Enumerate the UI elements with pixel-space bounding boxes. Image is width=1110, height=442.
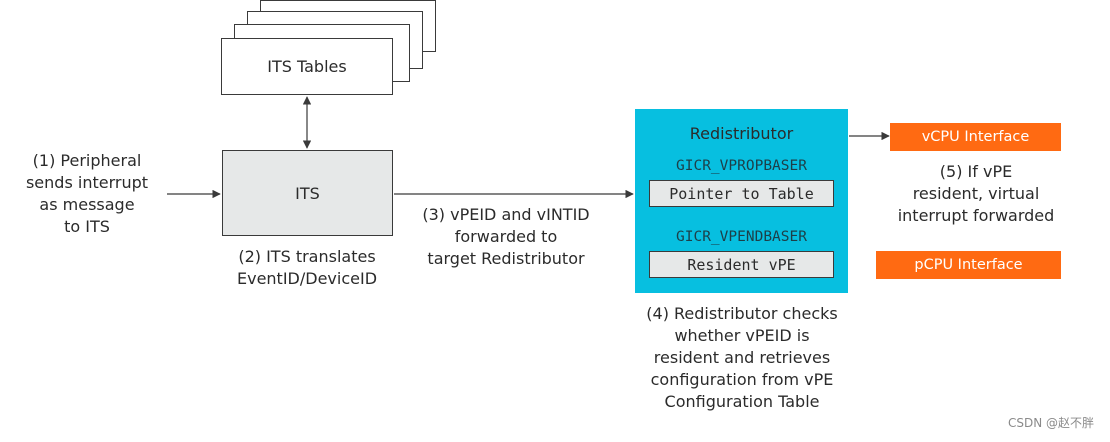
register-vpropbaser-name: GICR_VPROPBASER	[676, 158, 807, 174]
step5-line-2: resident, virtual	[912, 184, 1040, 203]
step4-line-3: resident and retrieves	[653, 348, 831, 367]
step1-line-1: (1) Peripheral	[32, 151, 142, 170]
pcpu-interface-label: pCPU Interface	[914, 257, 1023, 273]
step4-line-1: (4) Redistributor checks	[646, 304, 838, 323]
step2-line-1: (2) ITS translates	[238, 247, 376, 266]
step3-line-1: (3) vPEID and vINTID	[422, 205, 590, 224]
step5-line-1: (5) If vPE	[939, 162, 1013, 181]
vcpu-interface-label: vCPU Interface	[921, 129, 1030, 145]
its-label: ITS	[295, 183, 320, 203]
step2-line-2: EventID/DeviceID	[236, 269, 378, 288]
register-vpendbaser-name: GICR_VPENDBASER	[676, 229, 807, 245]
step5-label: (5) If vPE resident, virtual interrupt f…	[880, 161, 1072, 227]
register-vpendbaser-field-text: Resident vPE	[687, 255, 796, 274]
pcpu-interface-box: pCPU Interface	[876, 251, 1061, 279]
its-tables-label: ITS Tables	[267, 57, 347, 76]
step1-line-4: to ITS	[64, 217, 110, 236]
watermark: CSDN @赵不胖	[1007, 416, 1094, 430]
its-box: ITS	[222, 150, 393, 236]
step5-line-3: interrupt forwarded	[897, 206, 1055, 225]
vcpu-interface-box: vCPU Interface	[890, 123, 1061, 151]
its-tables-box: ITS Tables	[221, 38, 393, 95]
step4-line-4: configuration from vPE	[650, 370, 834, 389]
step3-label: (3) vPEID and vINTID forwarded to target…	[400, 204, 612, 270]
step1-line-3: as message	[39, 195, 135, 214]
step2-label: (2) ITS translates EventID/DeviceID	[212, 246, 402, 290]
register-vpropbaser-field: Pointer to Table	[649, 180, 834, 207]
step4-label: (4) Redistributor checks whether vPEID i…	[620, 303, 864, 413]
step3-line-3: target Redistributor	[427, 249, 585, 268]
step4-line-2: whether vPEID is	[674, 326, 810, 345]
step1-label: (1) Peripheral sends interrupt as messag…	[14, 150, 160, 238]
redistributor-box: Redistributor GICR_VPROPBASER Pointer to…	[635, 109, 848, 293]
step4-line-5: Configuration Table	[664, 392, 820, 411]
register-vpropbaser-field-text: Pointer to Table	[669, 184, 814, 203]
redistributor-title: Redistributor	[689, 124, 794, 143]
step1-line-2: sends interrupt	[25, 173, 149, 192]
step3-line-2: forwarded to	[454, 227, 558, 246]
register-vpendbaser-field: Resident vPE	[649, 251, 834, 278]
